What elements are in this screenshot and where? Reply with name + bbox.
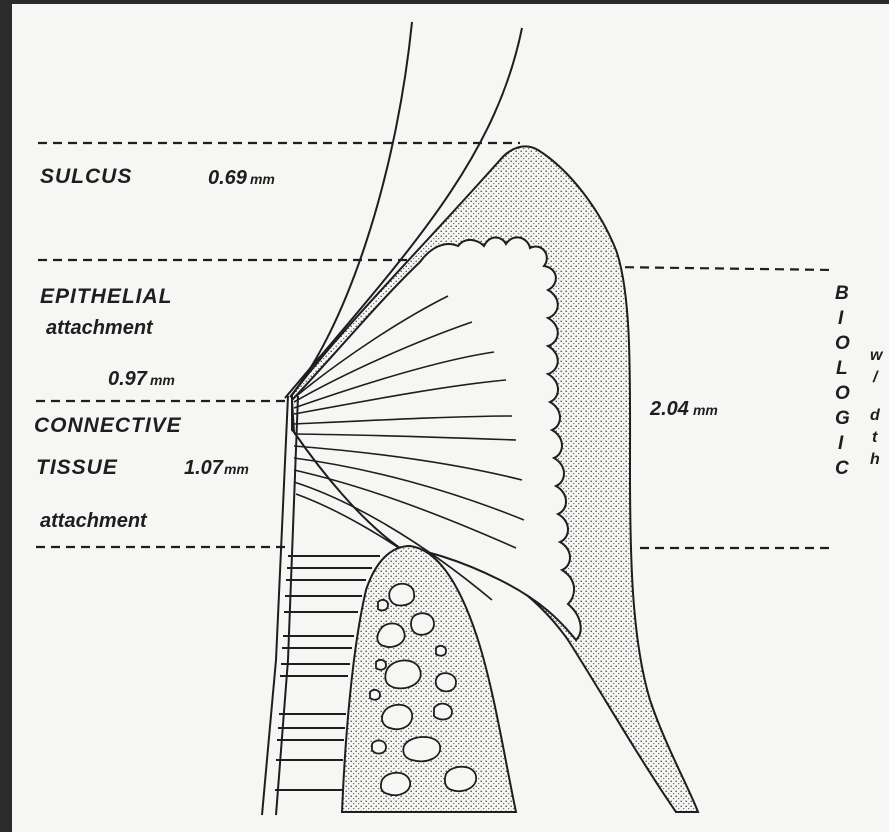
vertical-letter: O xyxy=(835,333,850,354)
vertical-letter: O xyxy=(835,383,850,404)
vertical-letter: B xyxy=(835,283,849,304)
vertical-letter: L xyxy=(836,358,848,379)
connective-label: CONNECTIVE xyxy=(34,414,182,437)
connective-attachment-label: attachment xyxy=(40,510,148,532)
epithelial-label: EPITHELIAL xyxy=(40,285,173,308)
vertical-letter: G xyxy=(835,408,850,429)
sulcus-label: SULCUS xyxy=(40,165,132,188)
cut-letter: w xyxy=(870,347,884,364)
connective-value: 1.07mm xyxy=(184,457,249,479)
epithelial-attachment-label: attachment xyxy=(46,317,154,339)
tissue-label: TISSUE xyxy=(36,456,118,479)
cut-letter: t xyxy=(872,429,878,446)
vertical-letter: I xyxy=(838,308,844,329)
vertical-letter: C xyxy=(835,458,849,479)
cut-letter: h xyxy=(870,451,880,468)
vertical-letter: I xyxy=(838,433,844,454)
cut-letter: d xyxy=(870,407,881,424)
